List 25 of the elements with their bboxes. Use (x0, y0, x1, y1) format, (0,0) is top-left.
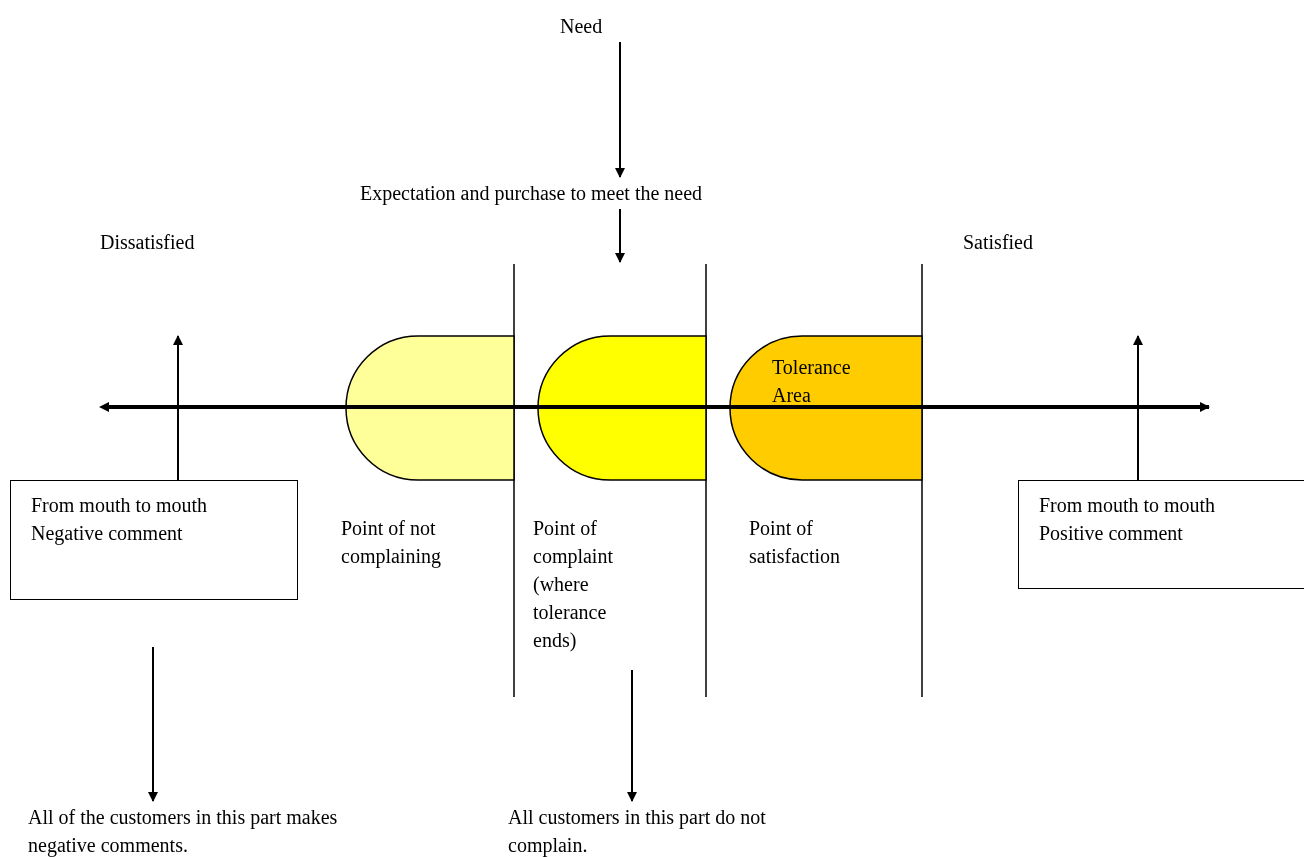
arrow (148, 646, 158, 802)
zone-shape (345, 335, 515, 481)
arrow (173, 335, 183, 481)
heading-text: Need (560, 12, 655, 40)
arrow (615, 208, 625, 263)
point-caption: Point of complaint (where tolerance ends) (533, 516, 614, 654)
arrow (1133, 335, 1143, 481)
point-caption: Point of satisfaction (749, 516, 842, 569)
box-text: From mouth to mouth (1039, 493, 1217, 518)
scale-end-label: Satisfied (963, 228, 1083, 256)
point-caption: Point of not complaining (341, 516, 442, 570)
box-text: Positive comment (1039, 521, 1184, 546)
box-text: From mouth to mouth (31, 493, 209, 518)
box-text: Negative comment (31, 521, 184, 547)
comment-box (1018, 480, 1304, 589)
note-text: All of the customers in this part makes negative comments. (28, 803, 358, 857)
note-text: All customers in this part do not complain. (508, 803, 838, 857)
scale-end-label: Dissatisfied (100, 228, 240, 256)
comment-box (10, 480, 298, 600)
zone-shape (729, 335, 923, 481)
heading-text: Expectation and purchase to meet the need (360, 179, 790, 207)
arrow (627, 669, 637, 802)
zone-shape (537, 335, 707, 481)
zone-label: Tolerance Area (772, 355, 852, 408)
arrow (615, 41, 625, 178)
